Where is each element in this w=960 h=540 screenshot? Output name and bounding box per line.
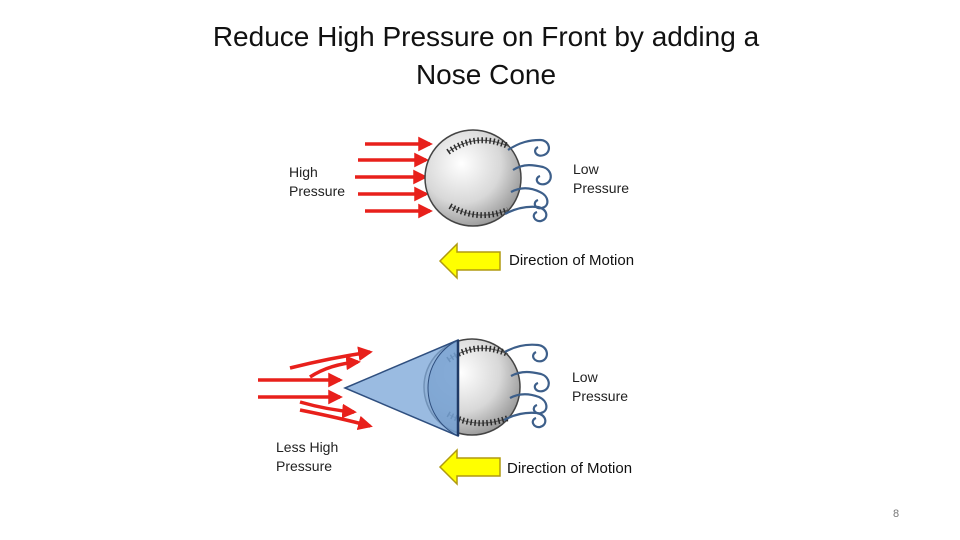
top-low-pressure-label: Low Pressure bbox=[573, 160, 629, 198]
page-number: 8 bbox=[893, 508, 900, 520]
less-high-pressure-label-line-1: Less High bbox=[276, 439, 339, 455]
less-high-pressure-label-line-2: Pressure bbox=[276, 458, 333, 474]
wake-swirl-icon bbox=[510, 370, 550, 393]
bottom-low-pressure-label-line-1: Low bbox=[572, 369, 598, 385]
bottom-low-pressure-label-line-2: Pressure bbox=[572, 388, 629, 404]
wake-swirl-icon bbox=[504, 343, 548, 363]
bottom-direction-of-motion-label: Direction of Motion bbox=[507, 460, 633, 477]
slide-title-line-1: Reduce High Pressure on Front by adding … bbox=[212, 21, 760, 52]
wake-swirl-icon bbox=[512, 164, 552, 186]
high-pressure-label-line-2: Pressure bbox=[289, 183, 346, 199]
wake-swirl-icon bbox=[504, 205, 548, 223]
pressure-arrow bbox=[299, 400, 357, 419]
high-pressure-label: High Pressure bbox=[289, 163, 345, 201]
wake-swirl-icon bbox=[509, 393, 548, 415]
less-high-pressure-label: Less High Pressure bbox=[276, 438, 338, 476]
slide-title-line-2: Nose Cone bbox=[415, 59, 557, 90]
top-pressure-arrows bbox=[355, 136, 433, 219]
high-pressure-label-line-1: High bbox=[289, 164, 318, 180]
wake-swirl-icon bbox=[503, 411, 547, 429]
nose-cone bbox=[343, 338, 460, 438]
pressure-arrow bbox=[309, 355, 361, 379]
top-low-pressure-label-line-2: Pressure bbox=[573, 180, 630, 196]
top-direction-of-motion-label: Direction of Motion bbox=[509, 252, 635, 269]
bottom-low-pressure-label: Low Pressure bbox=[572, 368, 628, 406]
top-low-pressure-label-line-1: Low bbox=[573, 161, 599, 177]
wake-swirl-icon bbox=[507, 138, 550, 157]
bottom-wake-swirls bbox=[503, 343, 550, 429]
pressure-arrow bbox=[289, 346, 373, 370]
slide-title: Reduce High Pressure on Front by adding … bbox=[0, 18, 960, 94]
pressure-arrow bbox=[299, 408, 373, 431]
top-direction-arrow-icon bbox=[438, 242, 501, 280]
top-baseball-icon bbox=[424, 129, 522, 227]
bottom-pressure-arrows bbox=[258, 346, 373, 431]
top-wake-swirls bbox=[504, 138, 552, 223]
wake-swirl-icon bbox=[510, 187, 549, 210]
bottom-direction-arrow-icon bbox=[438, 448, 501, 486]
